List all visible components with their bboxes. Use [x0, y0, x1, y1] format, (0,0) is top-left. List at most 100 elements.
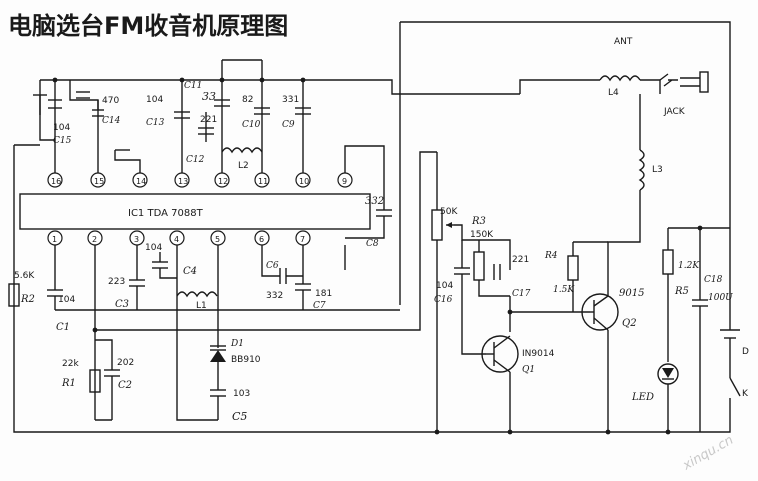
c18-label: C18 [704, 275, 723, 285]
c5-label: C5 [232, 410, 247, 423]
r1-resistor [89, 369, 101, 393]
ic-body [19, 193, 371, 230]
l1-coil [176, 291, 218, 298]
c11-value: 33 [202, 90, 216, 103]
c2-value: 202 [117, 358, 134, 368]
c4-value: 104 [145, 243, 162, 253]
l1-label: L1 [196, 301, 207, 311]
top-rail-wire [40, 79, 520, 95]
q1-label: Q1 [522, 365, 535, 375]
r4-value: 1.5K [553, 285, 575, 295]
q2-value: 9015 [619, 288, 644, 299]
c15-value: 104 [53, 123, 70, 133]
watermark: xinqu.cn [680, 433, 736, 474]
svg-text:14: 14 [136, 177, 146, 186]
r2-value: 5.6K [14, 271, 35, 281]
svg-text:6: 6 [259, 235, 264, 244]
svg-text:1: 1 [52, 235, 57, 244]
c3-label: C3 [115, 299, 129, 310]
c17-label: C17 [512, 289, 531, 299]
c9-label: C9 [282, 120, 295, 130]
c18-value: 100U [708, 293, 733, 303]
svg-text:9: 9 [342, 177, 347, 186]
r1-label: R1 [61, 378, 76, 389]
q1-transistor [481, 335, 519, 373]
led-label: LED [631, 392, 654, 403]
top-pins: 16 15 14 13 12 11 10 9 [47, 172, 353, 188]
r3-label: R3 [471, 216, 486, 227]
r2-label: R2 [20, 294, 35, 305]
power-switch[interactable] [729, 377, 741, 397]
l4-coil [599, 75, 641, 82]
c12-label: C12 [186, 155, 205, 165]
c13-value: 104 [146, 95, 163, 105]
page-title: 电脑选台FM收音机原理图 [8, 12, 288, 40]
svg-text:12: 12 [218, 177, 228, 186]
c6-value: 332 [266, 291, 283, 301]
jack-label: JACK [663, 107, 686, 117]
l2-coil [221, 147, 263, 154]
q1-value: IN9014 [522, 349, 555, 359]
d1-varactor [210, 350, 226, 362]
r4-resistor [567, 255, 579, 281]
headphone-jack[interactable] [659, 71, 709, 93]
pot-value: 50K [440, 207, 458, 217]
c2-label: C2 [118, 380, 132, 391]
c8-value: 332 [365, 196, 384, 207]
r4-label: R4 [544, 251, 558, 261]
r5-label: R5 [674, 286, 689, 297]
svg-text:5: 5 [215, 235, 220, 244]
r3-resistor [473, 251, 485, 281]
svg-text:11: 11 [258, 177, 268, 186]
r5-value: 1.2K [678, 261, 700, 271]
d1-value: BB910 [231, 355, 261, 365]
battery-label: D [742, 347, 749, 357]
q2-transistor [581, 293, 619, 331]
c6-label: C6 [266, 261, 279, 271]
c7-label: C7 [313, 301, 326, 311]
l3-coil [638, 149, 645, 191]
ant-label: ANT [614, 37, 633, 47]
svg-text:16: 16 [51, 177, 61, 186]
r2-resistor [8, 283, 20, 307]
c10-label: C10 [242, 120, 261, 130]
switch-label: K [742, 389, 749, 399]
svg-text:13: 13 [178, 177, 188, 186]
ic-label: IC1 TDA 7088T [128, 208, 204, 219]
svg-text:7: 7 [300, 235, 305, 244]
c14-label: C14 [102, 116, 121, 126]
svg-text:15: 15 [94, 177, 104, 186]
r3-value: 150K [470, 230, 494, 240]
svg-text:4: 4 [174, 235, 179, 244]
c16-value: 104 [436, 281, 453, 291]
c15-label: C15 [53, 136, 72, 146]
c8-label: C8 [366, 239, 379, 249]
c10-value: 82 [242, 95, 253, 105]
svg-text:3: 3 [134, 235, 139, 244]
c12-value: 221 [200, 115, 217, 125]
l4-label: L4 [608, 88, 619, 98]
c1-label: C1 [56, 322, 70, 333]
c9-value: 331 [282, 95, 299, 105]
l3-label: L3 [652, 165, 663, 175]
r5-resistor [662, 249, 674, 275]
l2-label: L2 [238, 161, 249, 171]
c16-label: C16 [434, 295, 453, 305]
r1-value: 22k [62, 359, 79, 369]
c11-label: C11 [184, 81, 202, 91]
bottom-pins: 1 2 3 4 5 6 7 [47, 230, 311, 246]
svg-text:2: 2 [92, 235, 97, 244]
c17-value: 221 [512, 255, 529, 265]
c4-label: C4 [183, 266, 197, 277]
c7-value: 181 [315, 289, 332, 299]
d1-label: D1 [230, 339, 244, 349]
c14-value: 470 [102, 96, 119, 106]
c5-value: 103 [233, 389, 250, 399]
q2-label: Q2 [622, 318, 637, 329]
c13-label: C13 [146, 118, 165, 128]
svg-text:10: 10 [299, 177, 309, 186]
c1-value: 104 [58, 295, 75, 305]
c3-value: 223 [108, 277, 125, 287]
